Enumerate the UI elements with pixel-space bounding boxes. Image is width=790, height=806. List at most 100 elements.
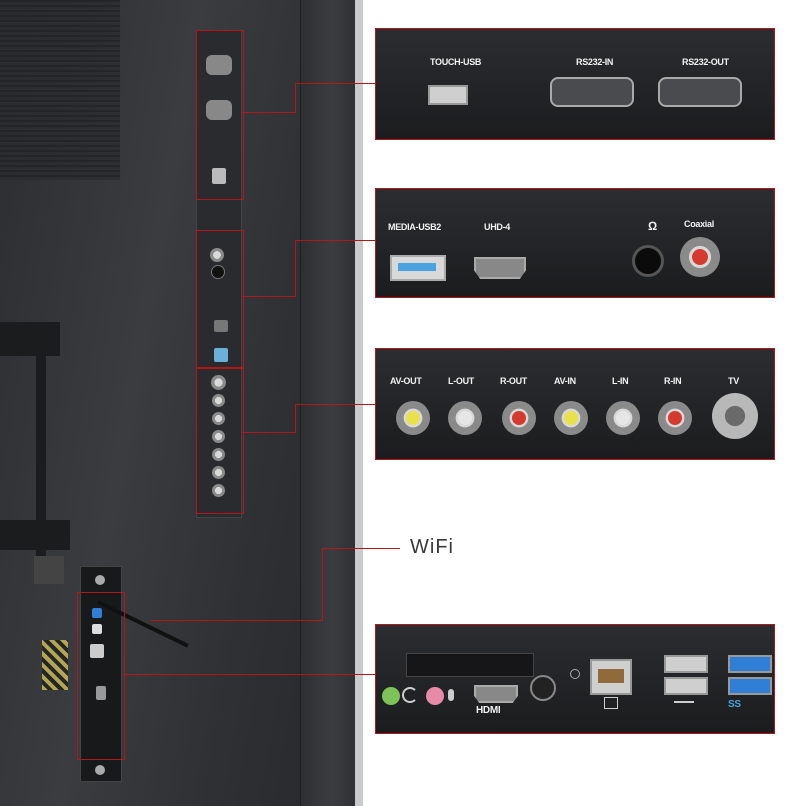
callout-line — [295, 404, 375, 405]
usb2-port-top — [664, 655, 708, 673]
callout-line — [242, 432, 296, 433]
port-label: Coaxial — [684, 219, 714, 229]
ops-screw-top — [95, 575, 105, 585]
r-out-port — [502, 401, 536, 435]
av-in-port — [554, 401, 588, 435]
mic-icon — [448, 689, 454, 701]
ops-slot — [406, 653, 534, 677]
rca-core — [512, 411, 526, 425]
coaxial-core — [692, 249, 708, 265]
highlight-frame-2 — [196, 230, 244, 368]
r-in-port — [658, 401, 692, 435]
port-label: MEDIA-USB2 — [388, 222, 442, 232]
callout-line — [123, 674, 375, 675]
callout-line — [295, 83, 375, 84]
port-label: TOUCH-USB — [430, 57, 482, 67]
tv-rim — [355, 0, 363, 806]
callout-box-av: AV-OUT L-OUT R-OUT AV-IN L-IN R-IN TV — [375, 348, 775, 460]
rca-core — [616, 411, 630, 425]
hdmi-label: HDMI — [476, 705, 501, 716]
network-icon — [604, 697, 618, 709]
mount-bracket-top — [0, 322, 60, 356]
side-coaxial-port — [210, 248, 224, 262]
callout-line — [242, 112, 296, 113]
rs232-in-port — [550, 77, 634, 107]
ops-ethernet-port — [90, 644, 104, 658]
port-label: AV-IN — [554, 376, 576, 386]
side-rca-port — [212, 448, 225, 461]
audio-line-out-port — [382, 687, 400, 705]
port-label: R-IN — [664, 376, 682, 386]
wifi-label: WiFi — [410, 536, 454, 558]
uhd-hdmi-port — [474, 257, 526, 279]
port-label: AV-OUT — [390, 376, 422, 386]
rs232-out-port — [658, 77, 742, 107]
side-rca-port — [212, 412, 225, 425]
side-rs232-out-port — [206, 100, 232, 120]
callout-line — [295, 240, 375, 241]
ops-screw-bottom — [95, 765, 105, 775]
rca-core — [668, 411, 682, 425]
headphone-icon — [402, 687, 418, 703]
side-media-usb-port — [214, 348, 228, 362]
side-headphone-port — [211, 265, 225, 279]
callout-line — [295, 404, 296, 433]
callout-line — [242, 296, 296, 297]
power-icon — [570, 669, 580, 679]
callout-line-wifi — [150, 620, 322, 621]
side-touch-usb-port — [212, 168, 226, 184]
media-usb-port — [390, 255, 446, 281]
tv-antenna-port — [712, 393, 758, 439]
usb3-port-bottom — [728, 677, 772, 695]
highlight-frame-3 — [196, 368, 244, 514]
side-rca-port — [212, 466, 225, 479]
callout-line-wifi — [322, 548, 323, 621]
highlight-frame-1 — [196, 30, 244, 200]
ethernet-port — [590, 659, 632, 695]
side-rca-port — [212, 430, 225, 443]
coaxial-port — [680, 237, 720, 277]
av-out-port — [396, 401, 430, 435]
side-rca-port — [212, 484, 225, 497]
port-label: RS232-IN — [576, 57, 614, 67]
usb2-port-bottom — [664, 677, 708, 695]
callout-line — [295, 240, 296, 297]
port-label: L-IN — [612, 376, 629, 386]
callout-box-ops: HDMI SS — [375, 624, 775, 734]
ops-hdmi-port — [96, 686, 106, 700]
power-button[interactable] — [530, 675, 556, 701]
side-rca-port — [212, 394, 225, 407]
headphone-icon: Ω — [648, 219, 657, 233]
tv-side-edge — [300, 0, 363, 806]
ops-usb3-port — [92, 608, 102, 618]
side-hdmi-port — [214, 320, 228, 332]
vent-grille — [0, 0, 120, 180]
usb-tongue — [398, 263, 436, 271]
mount-clip — [34, 556, 64, 584]
port-label: UHD-4 — [484, 222, 511, 232]
port-label: L-OUT — [448, 376, 474, 386]
warning-label — [42, 640, 68, 690]
rca-core — [406, 411, 420, 425]
ethernet-pins — [598, 669, 624, 683]
callout-box-media: MEDIA-USB2 UHD-4 Ω Coaxial — [375, 188, 775, 298]
highlight-frame-4 — [77, 592, 125, 760]
port-label: RS232-OUT — [682, 57, 729, 67]
audio-mic-port — [426, 687, 444, 705]
side-rs232-in-port — [206, 55, 232, 75]
l-in-port — [606, 401, 640, 435]
port-label: R-OUT — [500, 376, 527, 386]
usb3-ss-label: SS — [728, 699, 741, 710]
l-out-port — [448, 401, 482, 435]
mount-bracket-bottom — [0, 520, 70, 550]
ops-hdmi-port — [474, 685, 518, 703]
callout-line-wifi — [322, 548, 400, 549]
touch-usb-port — [428, 85, 468, 105]
rca-core — [564, 411, 578, 425]
rca-core — [458, 411, 472, 425]
headphone-jack — [632, 245, 664, 277]
usb3-port-top — [728, 655, 772, 673]
mount-bracket-arm — [36, 330, 46, 560]
callout-line — [295, 83, 296, 113]
port-label: TV — [728, 376, 739, 386]
